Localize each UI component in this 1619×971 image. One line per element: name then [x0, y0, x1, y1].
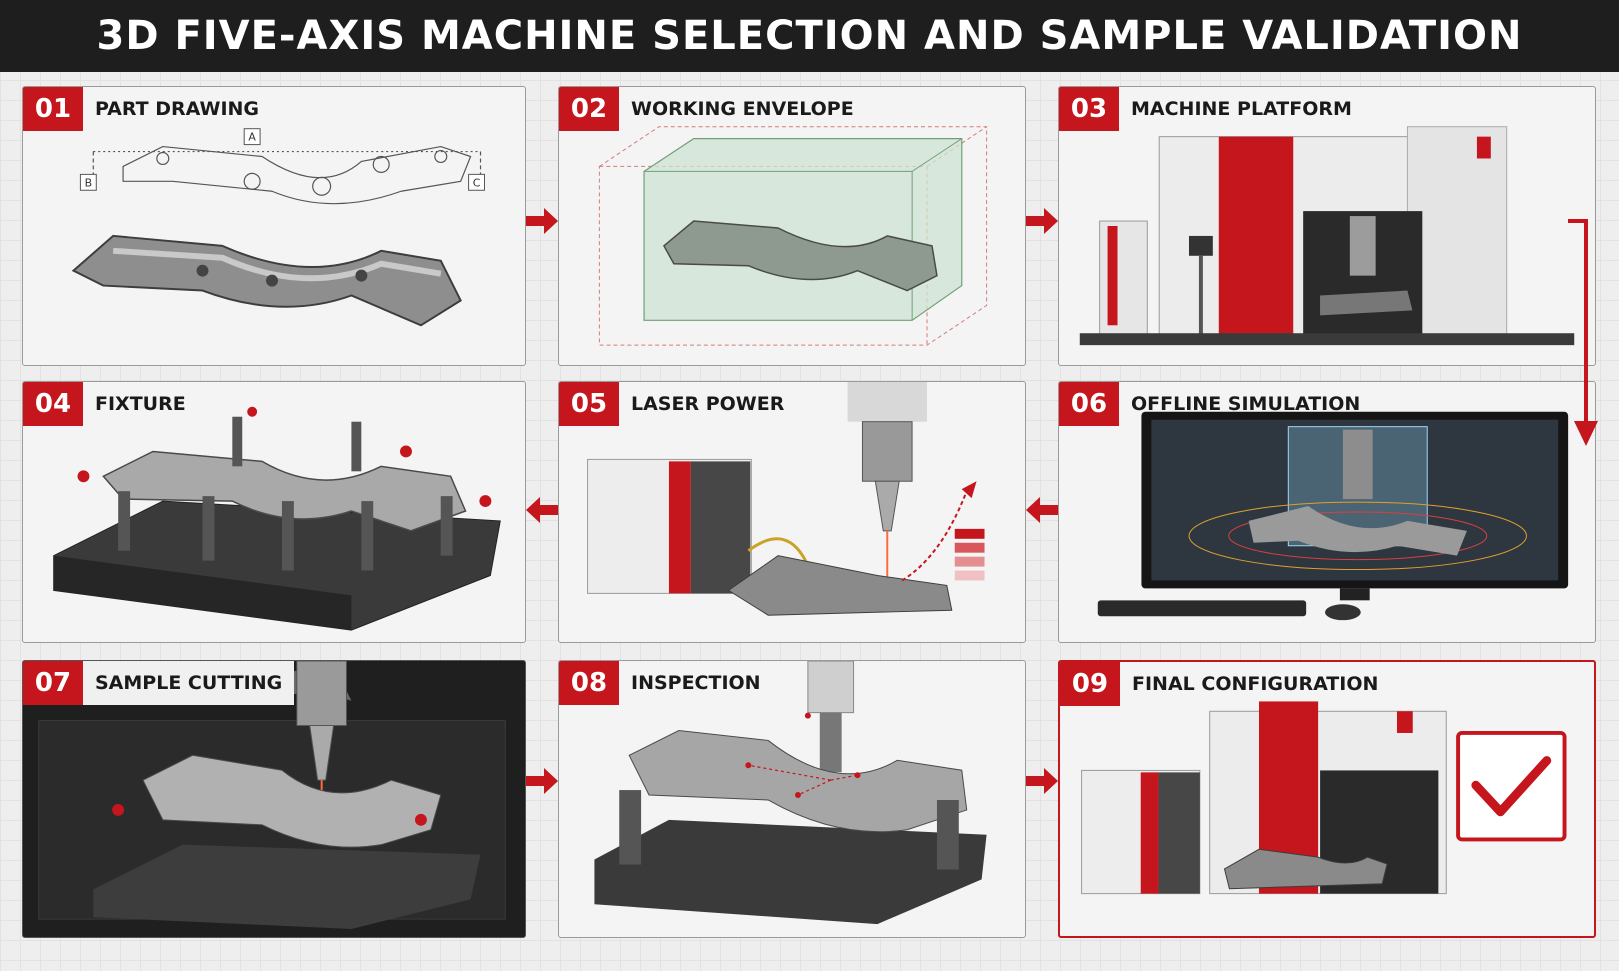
machine-platform-illustration — [1079, 126, 1575, 346]
step-panel-09: 09 FINAL CONFIGURATION — [1058, 660, 1596, 938]
sample-cutting-illustration — [23, 661, 525, 937]
step-panel-05: 05 LASER POWER — [558, 381, 1026, 643]
step-label: WORKING ENVELOPE — [631, 98, 854, 120]
step-number: 02 — [559, 87, 619, 131]
arrow-right-icon — [526, 768, 558, 794]
arrow-right-icon — [1026, 768, 1058, 794]
arrow-right-icon — [526, 208, 558, 234]
step-panel-07: 07 SAMPLE CUTTING — [22, 660, 526, 938]
inspection-illustration — [594, 661, 987, 925]
step-label: OFFLINE SIMULATION — [1131, 393, 1361, 415]
offline-simulation-illustration — [1097, 411, 1569, 621]
step-label: FIXTURE — [95, 393, 186, 415]
step-number: 07 — [23, 661, 83, 705]
laser-power-illustration — [587, 382, 985, 616]
step-number: 08 — [559, 661, 619, 705]
step-header: 01 PART DRAWING — [23, 87, 271, 131]
step-number: 06 — [1059, 382, 1119, 426]
step-header: 05 LASER POWER — [559, 382, 796, 426]
fixture-illustration — [53, 406, 501, 631]
step-label: FINAL CONFIGURATION — [1132, 673, 1379, 695]
step-label: INSPECTION — [631, 672, 761, 694]
step-label: MACHINE PLATFORM — [1131, 98, 1352, 120]
step-number: 04 — [23, 382, 83, 426]
step-header: 07 SAMPLE CUTTING — [23, 661, 295, 705]
step-header: 02 WORKING ENVELOPE — [559, 87, 866, 131]
step-panel-04: 04 FIXTURE — [22, 381, 526, 643]
datum-label: A — [248, 131, 256, 144]
step-header: 03 MACHINE PLATFORM — [1059, 87, 1364, 131]
step-label: PART DRAWING — [95, 98, 260, 120]
step-number: 09 — [1060, 662, 1120, 706]
step-number: 03 — [1059, 87, 1119, 131]
arrow-down-icon — [1568, 219, 1598, 446]
arrow-right-icon — [1026, 208, 1058, 234]
step-header: 08 INSPECTION — [559, 661, 773, 705]
step-header: 06 OFFLINE SIMULATION — [1059, 382, 1372, 426]
datum-label: B — [85, 176, 92, 189]
arrow-left-icon — [526, 497, 558, 523]
step-label: SAMPLE CUTTING — [83, 661, 295, 705]
step-panel-01: 01 PART DRAWING A B C — [22, 86, 526, 366]
title-bar: 3D FIVE-AXIS MACHINE SELECTION AND SAMPL… — [0, 0, 1619, 72]
part-drawing-illustration: A B C — [71, 128, 485, 327]
step-panel-06: 06 OFFLINE SIMULATION — [1058, 381, 1596, 643]
step-header: 09 FINAL CONFIGURATION — [1060, 662, 1390, 706]
step-panel-03: 03 MACHINE PLATFORM — [1058, 86, 1596, 366]
step-header: 04 FIXTURE — [23, 382, 198, 426]
step-label: LASER POWER — [631, 393, 785, 415]
step-panel-08: 08 INSPECTION — [558, 660, 1026, 938]
page-title: 3D FIVE-AXIS MACHINE SELECTION AND SAMPL… — [96, 13, 1523, 59]
working-envelope-illustration — [598, 126, 988, 346]
arrow-left-icon — [1026, 497, 1058, 523]
step-number: 01 — [23, 87, 83, 131]
datum-label: C — [473, 176, 481, 189]
final-configuration-illustration — [1081, 701, 1567, 895]
step-panel-02: 02 WORKING ENVELOPE — [558, 86, 1026, 366]
step-number: 05 — [559, 382, 619, 426]
